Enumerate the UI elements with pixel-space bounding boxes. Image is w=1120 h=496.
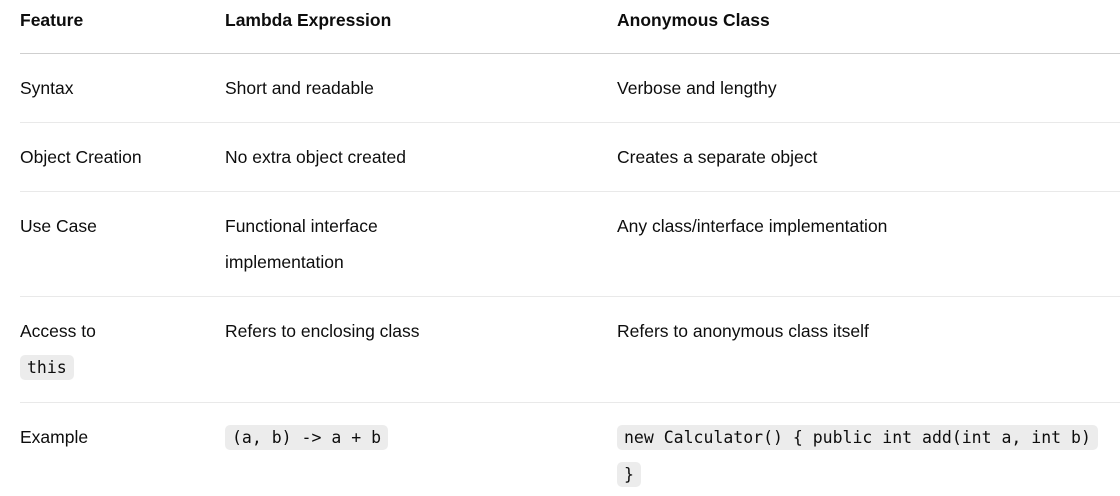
cell-lambda: No extra object created: [225, 122, 617, 192]
inline-code: this: [20, 355, 74, 380]
table-row-use-case: Use Case Functional interface implementat…: [20, 191, 1120, 297]
cell-text: Functional interface: [225, 216, 378, 236]
comparison-table: Feature Lambda Expression Anonymous Clas…: [20, 0, 1120, 496]
inline-code: (a, b) -> a + b: [225, 425, 389, 450]
cell-text: Any class/interface implementation: [617, 216, 888, 236]
cell-text: Refers to anonymous class itself: [617, 321, 869, 341]
cell-anonymous: Refers to anonymous class itself: [617, 296, 1120, 403]
table-body: Syntax Short and readable Verbose and le…: [20, 53, 1120, 496]
cell-anonymous: new Calculator() { public int add(int a,…: [617, 403, 1120, 496]
cell-text: No extra object created: [225, 147, 406, 167]
cell-anonymous: Verbose and lengthy: [617, 53, 1120, 123]
cell-lambda: Short and readable: [225, 53, 617, 123]
inline-code: new Calculator() { public int add(int a,…: [617, 425, 1098, 450]
cell-lambda: Functional interface implementation: [225, 191, 617, 297]
cell-text: Creates a separate object: [617, 147, 818, 167]
cell-anonymous: Any class/interface implementation: [617, 191, 1120, 297]
cell-text: Use Case: [20, 216, 97, 236]
cell-text: Verbose and lengthy: [617, 78, 777, 98]
column-header-feature: Feature: [20, 0, 225, 54]
table-row-object-creation: Object Creation No extra object created …: [20, 122, 1120, 192]
cell-feature: Syntax: [20, 53, 225, 123]
column-header-lambda-expression: Lambda Expression: [225, 0, 617, 54]
cell-lambda: (a, b) -> a + b: [225, 403, 617, 496]
header-row: Feature Lambda Expression Anonymous Clas…: [20, 0, 1120, 54]
table-header: Feature Lambda Expression Anonymous Clas…: [20, 0, 1120, 54]
cell-text: Refers to enclosing class: [225, 321, 420, 341]
cell-feature: Use Case: [20, 191, 225, 297]
column-header-anonymous-class: Anonymous Class: [617, 0, 1120, 54]
cell-feature: Access to this: [20, 296, 225, 403]
cell-feature: Example: [20, 403, 225, 496]
cell-feature: Object Creation: [20, 122, 225, 192]
inline-code: }: [617, 462, 641, 487]
cell-text: implementation: [225, 252, 344, 272]
cell-text: Short and readable: [225, 78, 374, 98]
cell-text: Object Creation: [20, 147, 142, 167]
table-row-syntax: Syntax Short and readable Verbose and le…: [20, 53, 1120, 123]
cell-lambda: Refers to enclosing class: [225, 296, 617, 403]
cell-text: Syntax: [20, 78, 74, 98]
cell-anonymous: Creates a separate object: [617, 122, 1120, 192]
cell-text: Example: [20, 427, 89, 447]
cell-text: Access to: [20, 321, 96, 341]
table-row-example: Example (a, b) -> a + b new Calculator()…: [20, 403, 1120, 496]
